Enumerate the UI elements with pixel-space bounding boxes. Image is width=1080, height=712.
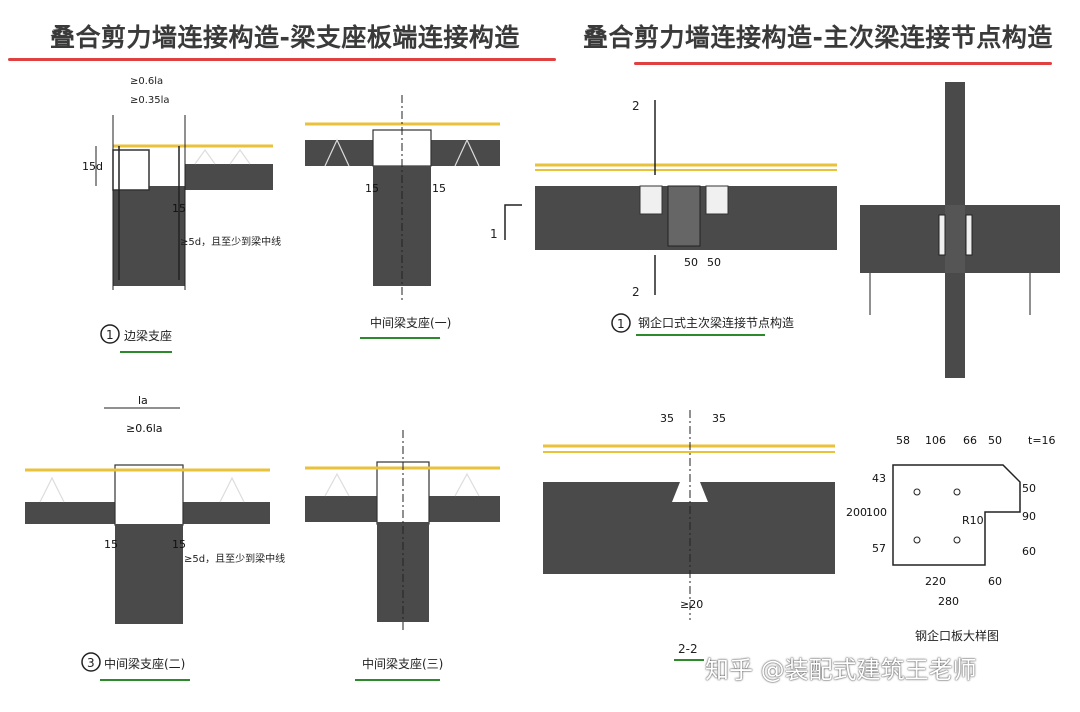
d7-dim-90: 90 [1022, 510, 1036, 523]
d3-dim-15a: 15 [104, 538, 118, 551]
d1-note2: ≥0.35la [130, 95, 170, 106]
d5-sec-bottom: 2 [632, 285, 640, 299]
title-right: 叠合剪力墙连接构造-主次梁连接节点构造 [583, 23, 1053, 52]
d6-label: 2-2 [678, 642, 698, 656]
d6-dim-35a: 35 [660, 412, 674, 425]
d7-dim-50r: 50 [1022, 482, 1036, 495]
d7-bolt-hole [953, 536, 961, 544]
d1-note1: ≥0.6la [130, 76, 163, 87]
d3-dim-la: la [138, 394, 148, 407]
d5-sec-top: 2 [632, 99, 640, 113]
d2-truss [454, 138, 480, 167]
d3-beam-top [114, 464, 184, 526]
diagram-middle-beam-support-2: la ≥0.6la 15 15 ≥5d，且至少到梁中线 3 中间梁支座(二) [25, 394, 285, 681]
d5-secondary-beam [667, 185, 701, 247]
d1-label: 边梁支座 [124, 328, 172, 343]
title-left: 叠合剪力墙连接构造-梁支座板端连接构造 [50, 23, 520, 52]
diagram-plan-view [860, 82, 1060, 378]
d1-dim-15d: 15d [82, 160, 103, 173]
d3-label: 中间梁支座(二) [104, 656, 185, 671]
d6p-plate [938, 214, 946, 256]
d7-dim-106: 106 [925, 434, 946, 447]
d5-dim-50b: 50 [707, 256, 721, 269]
d3-beam [115, 524, 183, 624]
d1-beam [113, 186, 185, 286]
title-right-underline [634, 62, 1052, 65]
d7-dim-66: 66 [963, 434, 977, 447]
d4-label: 中间梁支座(三) [362, 656, 443, 671]
d4-truss [324, 472, 350, 497]
d7-dim-100: 100 [866, 506, 887, 519]
d5-label: 钢企口式主次梁连接节点构造 [638, 315, 794, 330]
d2-dim-15b: 15 [432, 182, 446, 195]
d5-sec-1: 1 [490, 227, 498, 241]
d7-label: 钢企口板大样图 [915, 628, 999, 643]
d5-steel-plate [705, 185, 729, 215]
d2-dim-15a: 15 [365, 182, 379, 195]
d7-dim-r10: R10 [962, 514, 984, 527]
d6p-junction [945, 205, 965, 273]
d7-bolt-hole [913, 536, 921, 544]
d5-steel-plate [639, 185, 663, 215]
d5-number-circle [611, 313, 631, 333]
d3-note: ≥5d，且至少到梁中线 [184, 552, 285, 565]
d7-bolt-hole [953, 488, 961, 496]
d3-dim-15b: 15 [172, 538, 186, 551]
d4-truss [454, 472, 480, 497]
d3-truss [39, 476, 65, 503]
title-left-underline [8, 58, 556, 61]
diagram-middle-beam-support-1: 15 15 中间梁支座(一) [305, 95, 500, 339]
d6p-plate [965, 214, 973, 256]
d1-dim-15: 15 [172, 202, 186, 215]
d1-truss [194, 148, 216, 165]
d3-number: 3 [87, 656, 95, 670]
d6-dim-20: ≥20 [680, 598, 703, 611]
d7-dim-200: 200 [846, 506, 867, 519]
d1-number-circle [100, 324, 120, 344]
d2-truss [324, 138, 350, 167]
d5-section-mark [504, 204, 522, 240]
d7-dim-57: 57 [872, 542, 886, 555]
d3-number-circle [81, 652, 101, 672]
diagram-edge-beam-support: 15d 15 ≥0.6la ≥0.35la ≥5d，且至少到梁中线 1 边梁支座 [82, 76, 281, 353]
d7-dim-t16: t=16 [1028, 434, 1056, 447]
d7-plate-outline [892, 464, 1021, 566]
d7-dim-60r: 60 [1022, 545, 1036, 558]
d7-bolt-hole [913, 488, 921, 496]
d1-slab [185, 164, 273, 190]
d1-truss [229, 148, 251, 165]
d7-dim-43: 43 [872, 472, 886, 485]
d7-dim-50: 50 [988, 434, 1002, 447]
d1-note3: ≥5d，且至少到梁中线 [180, 235, 281, 248]
diagram-section-2-2: 35 35 ≥20 2-2 [543, 410, 835, 661]
d3-dim-06la: ≥0.6la [126, 422, 163, 435]
d1-number: 1 [106, 328, 114, 342]
d5-number: 1 [617, 317, 625, 331]
diagram-steel-plate-detail: 58 106 66 50 t=16 43 100 57 200 50 90 60… [846, 434, 1056, 643]
d5-dim-50a: 50 [684, 256, 698, 269]
diagram-steel-tenon-joint: 2 2 1 50 50 1 钢企口式主次梁连接节点构造 [490, 99, 837, 336]
diagram-middle-beam-support-3: 中间梁支座(三) [305, 430, 500, 681]
watermark: 知乎 @装配式建筑王老师 [705, 656, 977, 684]
d2-label: 中间梁支座(一) [370, 315, 451, 330]
d6-dim-35b: 35 [712, 412, 726, 425]
d7-dim-220: 220 [925, 575, 946, 588]
d7-dim-60: 60 [988, 575, 1002, 588]
d7-dim-280: 280 [938, 595, 959, 608]
d3-truss [219, 476, 245, 503]
d7-dim-58: 58 [896, 434, 910, 447]
